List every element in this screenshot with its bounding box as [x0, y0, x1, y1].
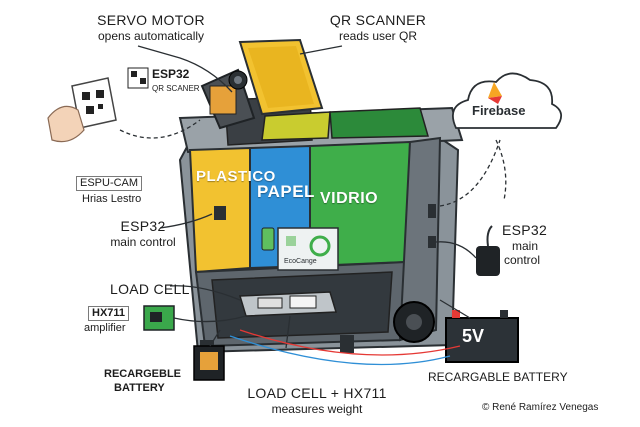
esp32-main-label: ESP32 [120, 218, 166, 234]
esp32-qr-sub: QR SCANER [152, 84, 200, 93]
load-cell-label: LOAD CELL [110, 281, 190, 297]
side-connector-lower [428, 236, 436, 248]
esp32-right-sub2: control [504, 253, 541, 267]
hx711-board [143, 305, 175, 331]
wheel [393, 301, 435, 343]
firebase-cloud [452, 72, 562, 129]
bin-label-papel: PAPEL [257, 182, 315, 201]
load-hx-label: LOAD CELL + HX711 [247, 385, 387, 401]
hand [47, 105, 85, 143]
bin-label-plastico: PLASTICO [196, 168, 276, 185]
espcam-label: ESPU-CAM [76, 176, 143, 191]
side-connector-upper [428, 204, 436, 218]
qr-scanner-sub: reads user QR [338, 29, 418, 43]
bin-label-vidrio: VIDRIO [320, 190, 379, 207]
credit-text: © René Ramírez Venegas [482, 402, 599, 413]
servo-motor-label: SERVO MOTOR [97, 12, 205, 28]
connection-lines [119, 45, 507, 366]
battery-left-board [193, 345, 225, 381]
esp32-right-device [476, 225, 500, 276]
bin-side-panel [398, 136, 442, 342]
rec-batt-left-line2: BATTERY [114, 382, 165, 394]
qr-code-small [127, 67, 149, 89]
rec-batt-right-label: RECARGABLE BATTERY [428, 370, 568, 384]
battery-5v [445, 310, 519, 363]
esp32-qr-label: ESP32 [152, 67, 190, 81]
qr-card [71, 77, 117, 129]
esp32-qr-scanner-device [200, 68, 256, 130]
esp32-right-label: ESP32 [502, 222, 548, 238]
esp32-module-yellow [214, 206, 226, 220]
esp32-main-sub: main control [110, 235, 176, 249]
espcam-sub: Hrias Lestro [82, 193, 142, 205]
rec-batt-left-line1: RECARGEBLE [104, 368, 182, 380]
ecocange-label: EcoCange [284, 258, 317, 265]
open-lid [238, 38, 324, 116]
battery-5v-label: 5V [462, 326, 485, 346]
recycle-display [277, 227, 339, 271]
esp32-right-sub1: main [512, 239, 539, 253]
qr-scanner-label: QR SCANNER [329, 12, 427, 28]
lower-compartment [194, 260, 408, 348]
foot-middle [340, 335, 354, 353]
firebase-label: Firebase [472, 103, 526, 118]
servo-motor-sub: opens automatically [97, 29, 205, 43]
esp32-module-blue [261, 227, 275, 251]
hx711-label: HX711 [88, 306, 130, 321]
load-hx-sub: measures weight [271, 402, 363, 416]
hx711-sub: amplifier [84, 322, 126, 334]
